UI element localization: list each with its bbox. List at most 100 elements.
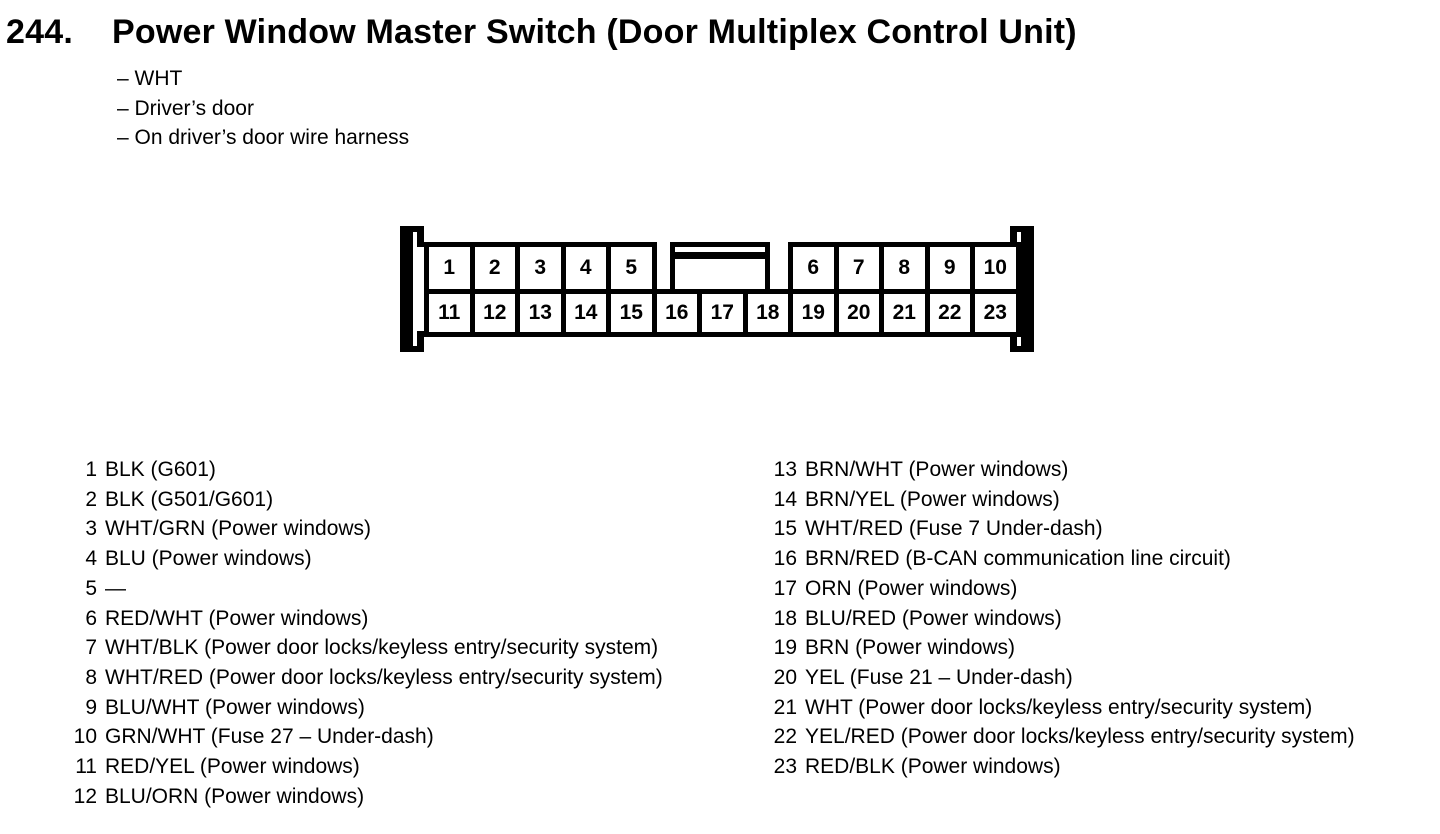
pin-number: 16 (773, 547, 797, 571)
pin-number: 22 (773, 725, 797, 749)
connector-flange-left-step (417, 331, 424, 352)
pin-cell: 21 (879, 289, 930, 337)
pin-number: 14 (773, 487, 797, 511)
pin-cell: 15 (606, 289, 657, 337)
pin-number: 9 (85, 695, 97, 719)
pin-list-item: 15 WHT/RED (Fuse 7 Under-dash) (770, 514, 1355, 544)
section-number: 244. (6, 13, 73, 51)
pin-cell: 10 (970, 242, 1021, 294)
pin-description: BRN (Power windows) (805, 636, 1016, 660)
pin-description: WHT/RED (Power door locks/keyless entry/… (105, 665, 663, 689)
pin-description: — (105, 576, 126, 600)
pin-description: RED/BLK (Power windows) (805, 755, 1061, 779)
note-item: – Driver’s door (117, 96, 254, 120)
pin-cell: 14 (560, 289, 611, 337)
pin-description: BRN/YEL (Power windows) (805, 487, 1060, 511)
pin-cell: 20 (833, 289, 884, 337)
pin-description: ORN (Power windows) (805, 576, 1018, 600)
pin-list-item: 5— (70, 574, 663, 604)
connector-flange-left-cap (400, 346, 423, 352)
connector-key-slot (670, 242, 770, 294)
connector-flange-right (1021, 226, 1034, 352)
pin-cell: 13 (515, 289, 566, 337)
section-heading: 244. Power Window Master Switch (Door Mu… (6, 12, 1077, 52)
connector-row-bottom: 11 12 13 14 15 16 17 18 19 20 21 22 23 (424, 289, 1021, 337)
pin-description: RED/YEL (Power windows) (105, 755, 360, 779)
pin-list-item: 7 WHT/BLK (Power door locks/keyless entry… (70, 633, 663, 663)
pin-cell: 19 (788, 289, 839, 337)
pin-cell: 8 (879, 242, 930, 294)
pin-number: 3 (85, 517, 97, 541)
pin-description: GRN/WHT (Fuse 27 – Under-dash) (105, 725, 434, 749)
pin-number: 11 (75, 755, 97, 779)
pin-description: BRN/WHT (Power windows) (805, 458, 1069, 481)
pin-number: 21 (773, 695, 797, 719)
pin-cell: 4 (560, 242, 611, 294)
pin-cell: 6 (788, 242, 839, 294)
pin-number: 7 (85, 636, 97, 660)
pin-number: 19 (773, 636, 797, 660)
pin-list-item: 11 RED/YEL (Power windows) (70, 752, 663, 782)
pin-cell: 2 (469, 242, 520, 294)
pin-list-item: 14 BRN/YEL (Power windows) (770, 485, 1355, 515)
pin-description: BLK (G601) (105, 458, 216, 481)
connector-flange-left-step (417, 226, 424, 247)
pin-description: WHT/RED (Fuse 7 Under-dash) (805, 517, 1103, 541)
pin-description: WHT/GRN (Power windows) (105, 517, 372, 541)
connector-row-top-right: 6 7 8 9 10 (788, 242, 1021, 294)
pin-description: WHT/BLK (Power door locks/keyless entry/… (105, 636, 659, 660)
pin-list-item: 19 BRN (Power windows) (770, 633, 1355, 663)
pin-number: 18 (773, 606, 797, 630)
pin-cell: 23 (970, 289, 1021, 337)
pin-cell: 7 (833, 242, 884, 294)
connector-notes: – WHT – Driver’s door – On driver’s door… (117, 64, 409, 153)
connector-flange-right-cap (1011, 346, 1034, 352)
pin-list-item: 10 GRN/WHT (Fuse 27 – Under-dash) (70, 722, 663, 752)
connector-key-slot-line (675, 252, 765, 259)
pin-number: 2 (85, 487, 97, 511)
pin-cell: 22 (924, 289, 975, 337)
pin-number: 10 (73, 725, 97, 749)
pin-list-item: 18 BLU/RED (Power windows) (770, 604, 1355, 634)
pin-description: YEL (Fuse 21 – Under-dash) (805, 665, 1073, 689)
connector-flange-left-cap (400, 226, 423, 232)
connector-flange-right-cap (1011, 226, 1034, 232)
pin-list-item: 22 YEL/RED (Power door locks/keyless entr… (770, 722, 1355, 752)
pin-cell: 17 (697, 289, 748, 337)
connector-flange-right-step (1010, 226, 1017, 247)
page-title: Power Window Master Switch (Door Multipl… (112, 13, 1077, 51)
connector-diagram: 1 2 3 4 5 6 7 8 9 10 11 12 13 14 15 16 1… (400, 226, 1034, 352)
pin-number: 6 (85, 606, 97, 630)
pin-description: WHT (Power door locks/keyless entry/secu… (805, 695, 1313, 719)
pin-description: BLU/RED (Power windows) (805, 606, 1062, 630)
connector-flange-left (400, 226, 413, 352)
pin-list-item: 21 WHT (Power door locks/keyless entry/se… (770, 693, 1355, 723)
note-item: – WHT (117, 67, 183, 90)
pin-number: 15 (773, 517, 797, 541)
pin-description: BLU (Power windows) (105, 547, 312, 571)
pin-list-item: 23 RED/BLK (Power windows) (770, 752, 1355, 782)
pin-cell: 3 (515, 242, 566, 294)
pin-cell: 18 (742, 289, 793, 337)
pin-description: YEL/RED (Power door locks/keyless entry/… (805, 725, 1355, 749)
pin-number: 12 (73, 784, 97, 808)
pin-cell: 1 (424, 242, 475, 294)
pin-number: 23 (773, 755, 797, 779)
pin-cell: 12 (469, 289, 520, 337)
pin-cell: 11 (424, 289, 475, 337)
pin-list-item: 4 BLU (Power windows) (70, 544, 663, 574)
pin-list-item: 3 WHT/GRN (Power windows) (70, 514, 663, 544)
pin-cell: 9 (924, 242, 975, 294)
pin-number: 4 (85, 547, 97, 571)
pin-number: 17 (773, 576, 797, 600)
pin-list-item: 17 ORN (Power windows) (770, 574, 1355, 604)
pin-cell: 16 (651, 289, 702, 337)
pin-description: RED/WHT (Power windows) (105, 606, 369, 630)
connector-row-top-left: 1 2 3 4 5 (424, 242, 657, 294)
